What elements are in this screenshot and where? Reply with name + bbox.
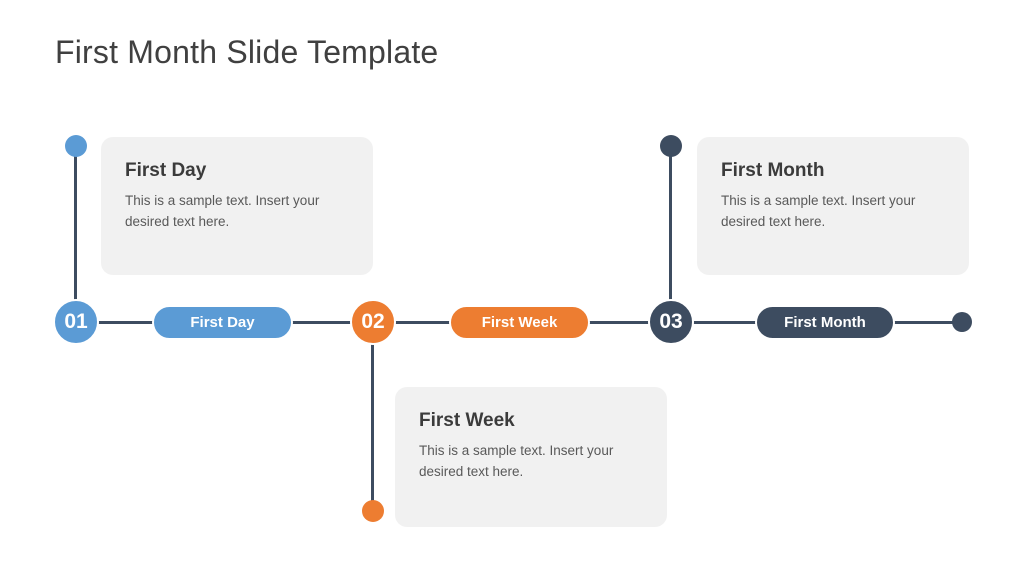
timeline-end-dot	[952, 312, 972, 332]
milestone-3-terminal-dot	[660, 135, 682, 157]
milestone-2-terminal-dot	[362, 500, 384, 522]
milestone-2-card-title: First Week	[419, 410, 515, 431]
milestone-1-pill-label: First Day	[152, 305, 293, 340]
milestone-2-card: First Week This is a sample text. Insert…	[395, 387, 667, 527]
milestone-3-connector-line	[669, 146, 672, 322]
milestone-2-number-circle: 02	[350, 299, 396, 345]
milestone-2-pill-label: First Week	[449, 305, 590, 340]
milestone-1-number-circle: 01	[53, 299, 99, 345]
milestone-1-card-body: This is a sample text. Insert your desir…	[125, 193, 320, 229]
slide-title: First Month Slide Template	[55, 34, 439, 70]
milestone-1-card: First Day This is a sample text. Insert …	[101, 137, 373, 275]
milestone-3-pill-label: First Month	[755, 305, 895, 340]
milestone-2-card-body: This is a sample text. Insert your desir…	[419, 443, 614, 479]
milestone-1-terminal-dot	[65, 135, 87, 157]
milestone-1-card-title: First Day	[125, 160, 207, 181]
milestone-3-card-title: First Month	[721, 160, 825, 181]
milestone-2-connector-line	[371, 322, 374, 511]
milestone-3-card-body: This is a sample text. Insert your desir…	[721, 193, 916, 229]
milestone-1-connector-line	[74, 146, 77, 322]
milestone-3-number-circle: 03	[648, 299, 694, 345]
milestone-3-card: First Month This is a sample text. Inser…	[697, 137, 969, 275]
